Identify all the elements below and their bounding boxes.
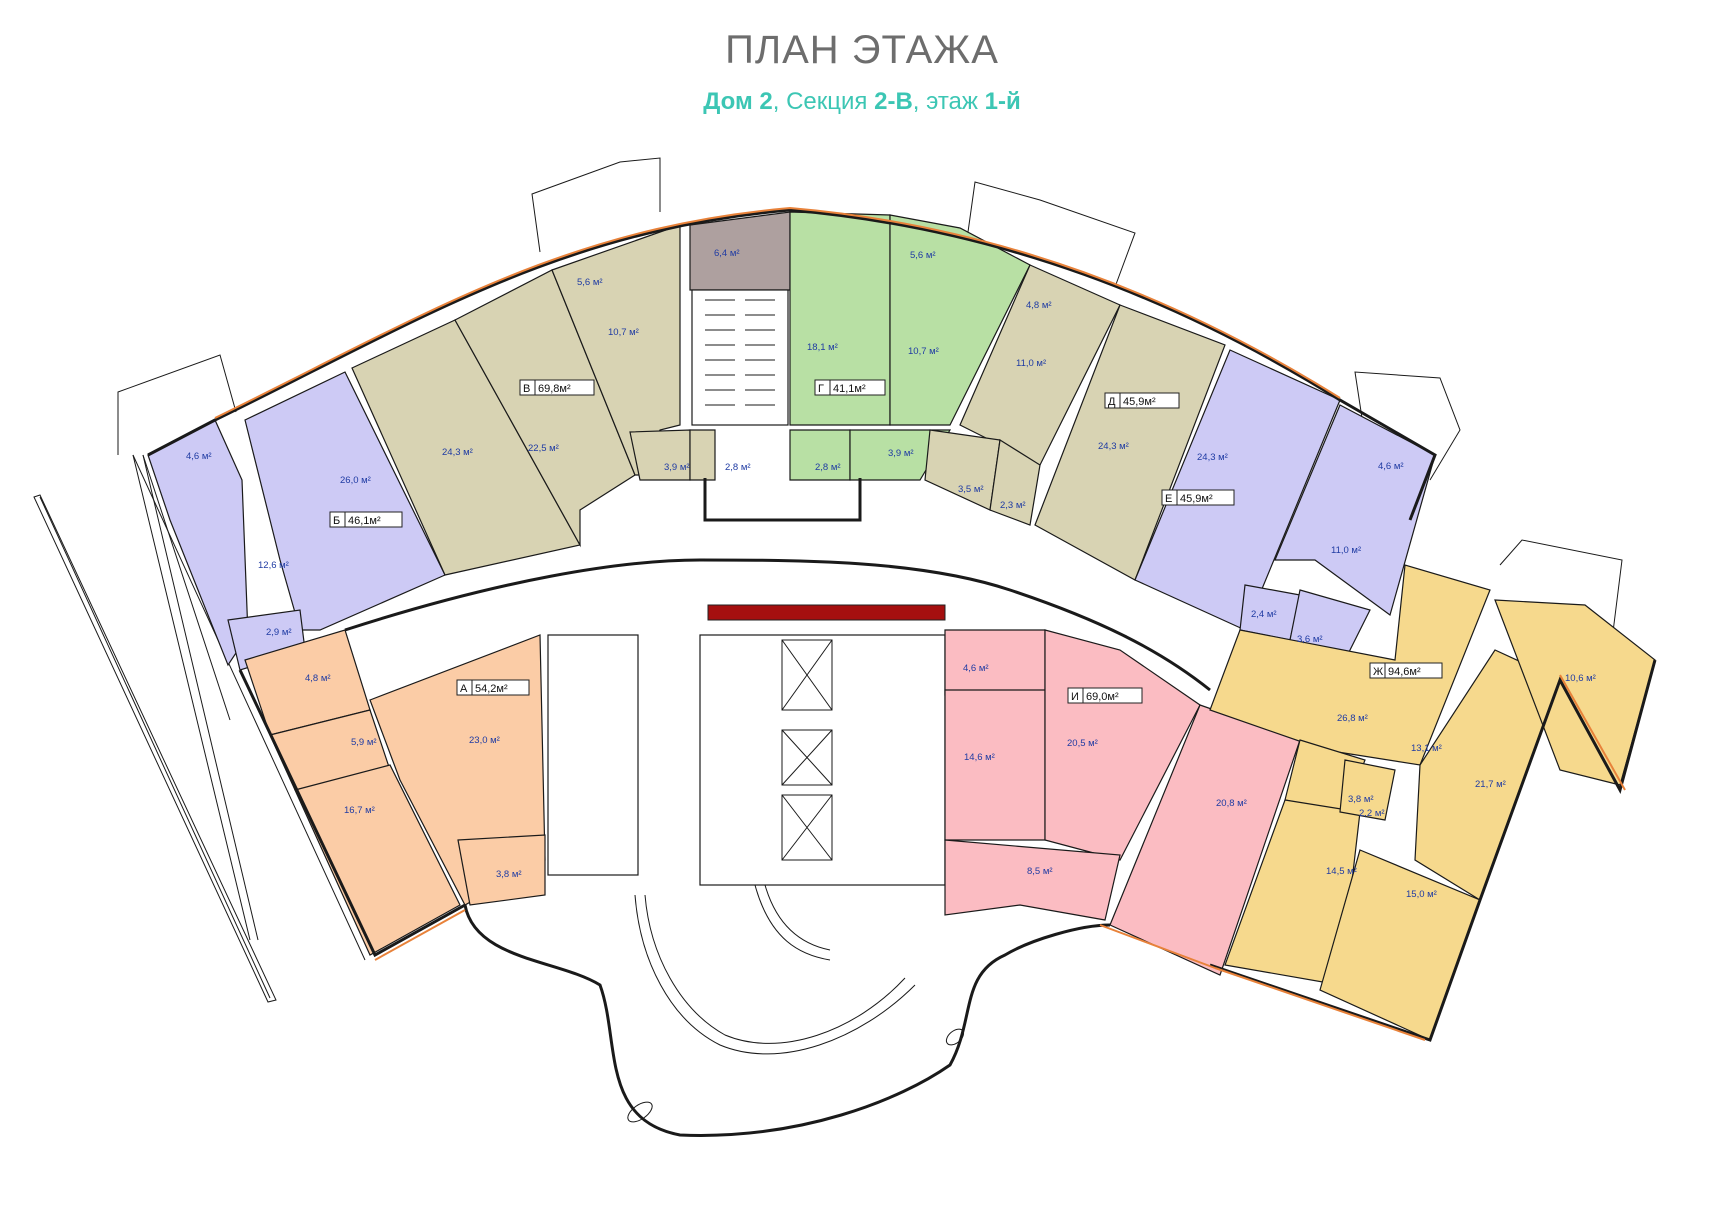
- svg-text:Д: Д: [1108, 396, 1116, 408]
- area-e-bath: 3,6 м²: [1297, 634, 1323, 645]
- svg-text:94,6м²: 94,6м²: [1388, 666, 1421, 678]
- area-zh-room: 26,8 м²: [1337, 713, 1368, 724]
- windows: [214, 206, 1626, 1041]
- area-v-room-small: 10,7 м²: [608, 327, 639, 338]
- apartment-label-g: Г 41,1м²: [814, 379, 886, 396]
- area-d-balcony: 4,8 м²: [1026, 300, 1052, 311]
- page-title: ПЛАН ЭТАЖА: [725, 28, 999, 72]
- area-i-bath: 4,6 м²: [963, 663, 989, 674]
- area-v-room-b: 22,5 м²: [528, 443, 559, 454]
- area-e-kitchen: 11,0 м²: [1331, 545, 1361, 556]
- svg-text:А: А: [460, 683, 468, 695]
- area-zh-hall: 13,1 м²: [1411, 743, 1442, 754]
- upper-balconies: [117, 157, 1623, 641]
- svg-text:46,1м²: 46,1м²: [348, 515, 381, 527]
- lobby-outline: [627, 884, 965, 1123]
- area-v-room-a: 24,3 м²: [442, 447, 473, 458]
- area-b-wc: 2,9 м²: [266, 627, 292, 638]
- svg-text:45,9м²: 45,9м²: [1123, 396, 1156, 408]
- area-d-room: 24,3 м²: [1098, 441, 1129, 452]
- area-g-wc: 2,8 м²: [815, 462, 841, 473]
- room-area-labels: 6,4 м² 5,6 м² 10,7 м² 24,3 м² 22,5 м² 3,…: [186, 248, 1596, 900]
- area-i-kitchen: 14,6 м²: [964, 752, 995, 763]
- svg-text:69,0м²: 69,0м²: [1086, 691, 1119, 703]
- lower-wing: [244, 564, 1656, 1041]
- left-diagonal-frame: [33, 454, 366, 1003]
- apartment-label-b: Б 46,1м²: [329, 511, 403, 528]
- area-zh-balcony: 10,6 м²: [1565, 673, 1596, 684]
- area-d-room-small: 11,0 м²: [1016, 358, 1046, 369]
- house-label: Дом 2: [703, 88, 773, 115]
- svg-text:И: И: [1071, 691, 1079, 703]
- floor-prefix: , этаж: [912, 88, 985, 115]
- svg-text:Е: Е: [1165, 493, 1172, 505]
- area-d-wc: 2,3 м²: [1000, 500, 1026, 511]
- apartment-label-v: В 69,8м²: [519, 379, 595, 396]
- svg-text:54,2м²: 54,2м²: [475, 683, 508, 695]
- area-zh-room-b: 21,7 м²: [1475, 779, 1506, 790]
- apartment-label-i: И 69,0м²: [1067, 687, 1143, 704]
- area-a-bath: 4,8 м²: [305, 673, 331, 684]
- svg-text:Г: Г: [818, 383, 824, 395]
- apartment-label-zh: Ж 94,6м²: [1369, 662, 1443, 679]
- area-v-wc: 2,8 м²: [725, 462, 751, 473]
- area-d-bath: 3,5 м²: [958, 484, 984, 495]
- svg-text:41,1м²: 41,1м²: [833, 383, 866, 395]
- area-e-wc: 2,4 м²: [1251, 609, 1277, 620]
- entrance-canopy: [707, 604, 946, 621]
- svg-text:69,8м²: 69,8м²: [538, 383, 571, 395]
- section-prefix: , Секция: [772, 88, 875, 115]
- area-e-balcony: 4,6 м²: [1378, 461, 1404, 472]
- svg-text:В: В: [523, 383, 530, 395]
- svg-text:45,9м²: 45,9м²: [1180, 493, 1213, 505]
- area-v-bath: 3,9 м²: [664, 462, 690, 473]
- area-zh-bath: 3,8 м²: [1348, 794, 1374, 805]
- area-a-kitchen: 16,7 м²: [344, 805, 375, 816]
- area-g-bath: 3,9 м²: [888, 448, 914, 459]
- area-b-balcony: 4,6 м²: [186, 451, 212, 462]
- building-envelope: [147, 208, 1657, 1137]
- apartment-label-e: Е 45,9м²: [1161, 489, 1235, 506]
- area-v-balcony: 5,6 м²: [577, 277, 603, 288]
- area-g-balcony: 5,6 м²: [910, 250, 936, 261]
- svg-text:Б: Б: [333, 515, 340, 527]
- area-i-room: 20,5 м²: [1067, 738, 1098, 749]
- area-zh-room-c: 15,0 м²: [1406, 889, 1437, 900]
- area-zh-wc: 2,2 м²: [1359, 808, 1385, 819]
- area-a-hall: 5,9 м²: [351, 737, 377, 748]
- svg-text:Ж: Ж: [1373, 666, 1383, 678]
- apartment-label-d: Д 45,9м²: [1104, 392, 1180, 409]
- area-b-room: 26,0 м²: [340, 475, 371, 486]
- area-b-kitchen: 12,6 м²: [258, 560, 289, 571]
- section-value: 2-В: [874, 88, 913, 115]
- area-g-room-small: 10,7 м²: [908, 346, 939, 357]
- area-g-room: 18,1 м²: [807, 342, 838, 353]
- area-zh-kitchen: 14,5 м²: [1326, 866, 1357, 877]
- area-i-hall: 8,5 м²: [1027, 866, 1053, 877]
- area-a-room: 23,0 м²: [469, 735, 500, 746]
- plan-subtitle: Дом 2, Секция 2-В, этаж 1-й: [0, 88, 1724, 116]
- apartment-label-a: А 54,2м²: [456, 679, 530, 696]
- area-e-room: 24,3 м²: [1197, 452, 1228, 463]
- area-i-room-b: 20,8 м²: [1216, 798, 1247, 809]
- area-a-balcony: 3,8 м²: [496, 869, 522, 880]
- area-stair-upper: 6,4 м²: [714, 248, 740, 259]
- floor-value: 1-й: [984, 88, 1021, 115]
- upper-wing: [147, 211, 1436, 671]
